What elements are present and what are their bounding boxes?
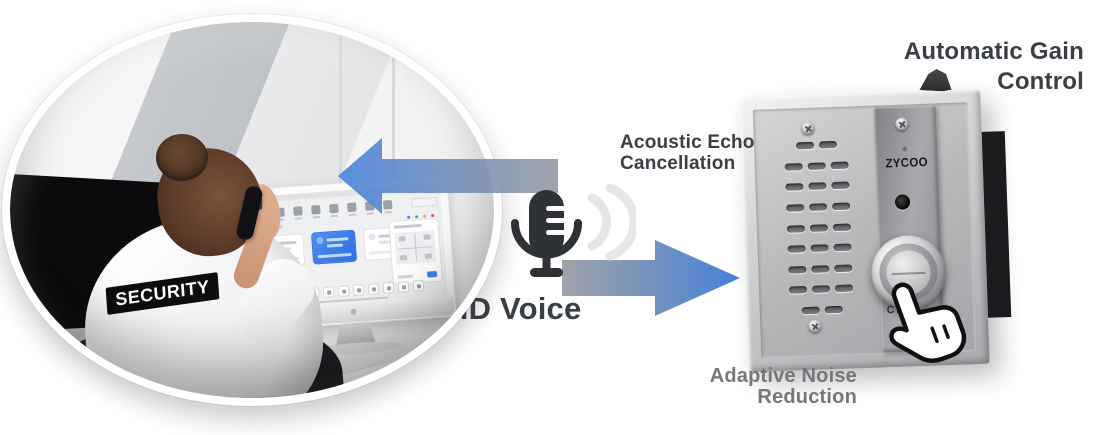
grille-slot [787, 245, 806, 253]
hair-bun [156, 134, 208, 181]
grille-row [769, 161, 865, 171]
grille-slot [786, 224, 806, 233]
grille-slot [832, 222, 851, 231]
screen-bottom-button [382, 281, 395, 294]
microphone-with-waves [511, 183, 636, 277]
grille-slot [784, 162, 803, 171]
hand-cursor-icon [889, 282, 967, 363]
agc-line1: Automatic Gain [903, 38, 1084, 65]
screen-side-panel [388, 217, 443, 286]
grille-row [771, 222, 867, 233]
grille-slot [818, 140, 837, 149]
grille-slot [833, 243, 852, 252]
screen-toolbar-icon [293, 206, 303, 216]
brand-logo: ZYCOO [885, 156, 929, 171]
adaptive-noise-reduction-label: Adaptive Noise Reduction [710, 366, 857, 408]
acoustic-echo-cancellation-label: Acoustic Echo Cancellation [620, 132, 755, 174]
grille-slot [795, 141, 814, 150]
grille-slot [785, 183, 804, 191]
screen-bottom-button [412, 279, 425, 292]
grille-slot [788, 286, 808, 295]
grille-slot [830, 161, 849, 169]
aec-line2: Cancellation [620, 153, 736, 174]
screen-bottom-button [397, 280, 410, 293]
grille-row [774, 305, 870, 315]
microphone-icon [511, 190, 582, 277]
grille-slot [834, 264, 853, 272]
screw [808, 319, 822, 334]
anr-line1: Adaptive Noise [709, 365, 857, 387]
grille-row [773, 284, 869, 295]
agc-line2: Control [997, 68, 1084, 95]
screen-bottom-button [367, 282, 380, 295]
grille-slot [809, 203, 828, 211]
operator-photo: SECURITY [2, 14, 502, 406]
grille-slot [832, 202, 851, 210]
grille-row [770, 202, 866, 212]
monitor-logo [350, 308, 357, 316]
grille-slot [831, 181, 850, 190]
screw [801, 121, 815, 136]
grille-slot [807, 161, 826, 170]
screen-bottom-button [337, 284, 350, 297]
arrow-right-icon [562, 240, 740, 316]
window-frame [392, 22, 396, 229]
status-led [901, 145, 909, 153]
grille-row [768, 140, 864, 150]
arrow-left-icon [338, 138, 558, 214]
automatic-gain-control-label: Automatic Gain Control [904, 37, 1084, 97]
screen-toolbar-icon [311, 204, 321, 215]
aec-line1: Acoustic Echo [620, 132, 755, 153]
grille-slot [824, 305, 843, 314]
screen-bottom-button [322, 285, 335, 298]
grille-slot [808, 182, 827, 191]
grille-slot [801, 306, 820, 315]
grille-slot [811, 265, 830, 273]
grille-slot [788, 265, 807, 274]
grille-row [771, 243, 867, 253]
grille-row [769, 181, 865, 191]
office-scene: SECURITY [10, 22, 494, 398]
grille-slot [809, 223, 828, 232]
grille-slot [811, 285, 831, 294]
sound-waves-icon [587, 183, 636, 261]
screen-schematic [394, 230, 437, 265]
mic-hole [894, 194, 911, 210]
screw [895, 117, 909, 131]
screen-bottom-button [352, 283, 365, 296]
window-frame [339, 22, 343, 229]
anr-line2: Reduction [757, 386, 857, 408]
grille-row [772, 264, 868, 274]
grille-slot [810, 244, 829, 253]
speaker-grille [768, 140, 870, 315]
grille-slot [786, 203, 805, 212]
grille-slot [834, 284, 854, 293]
screen-card-active [310, 229, 358, 265]
